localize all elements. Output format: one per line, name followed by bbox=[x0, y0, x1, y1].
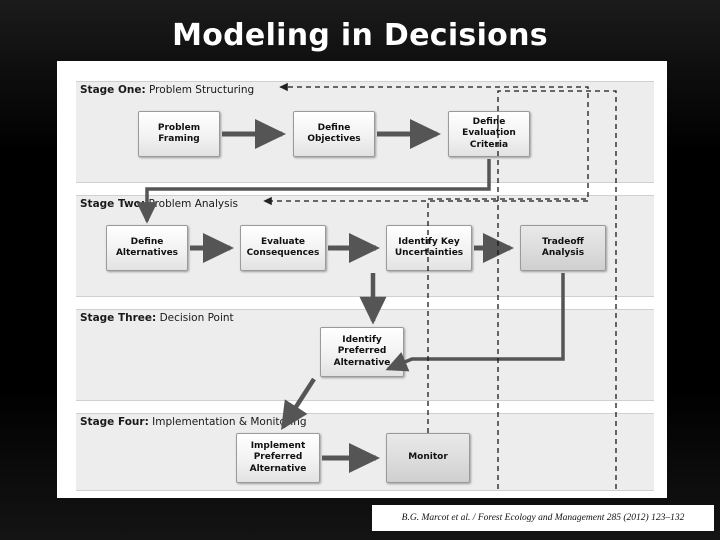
stage-label-three: Stage Three: Decision Point bbox=[80, 312, 234, 324]
diagram-inner: Stage One: Problem Structuring Stage Two… bbox=[68, 69, 656, 491]
stage-label-one: Stage One: Problem Structuring bbox=[80, 84, 254, 96]
citation-bar: B.G. Marcot et al. / Forest Ecology and … bbox=[372, 505, 714, 531]
stage-two-name: Problem Analysis bbox=[148, 198, 238, 210]
stage-four-name: Implementation & Monitoring bbox=[152, 416, 307, 428]
stage-two-number: Stage Two: bbox=[80, 198, 146, 210]
stage-four-number: Stage Four: bbox=[80, 416, 149, 428]
stage-label-two: Stage Two: Problem Analysis bbox=[80, 198, 238, 210]
stage-three-number: Stage Three: bbox=[80, 312, 157, 324]
citation-text: B.G. Marcot et al. / Forest Ecology and … bbox=[401, 513, 685, 523]
stage-three-name: Decision Point bbox=[159, 312, 234, 324]
page-title: Modeling in Decisions bbox=[172, 18, 548, 53]
box-monitor[interactable]: Monitor bbox=[386, 433, 470, 483]
stage-one-number: Stage One: bbox=[80, 84, 146, 96]
diagram-panel: Stage One: Problem Structuring Stage Two… bbox=[58, 62, 666, 497]
stage-one-name: Problem Structuring bbox=[149, 84, 255, 96]
stage-label-four: Stage Four: Implementation & Monitoring bbox=[80, 416, 307, 428]
